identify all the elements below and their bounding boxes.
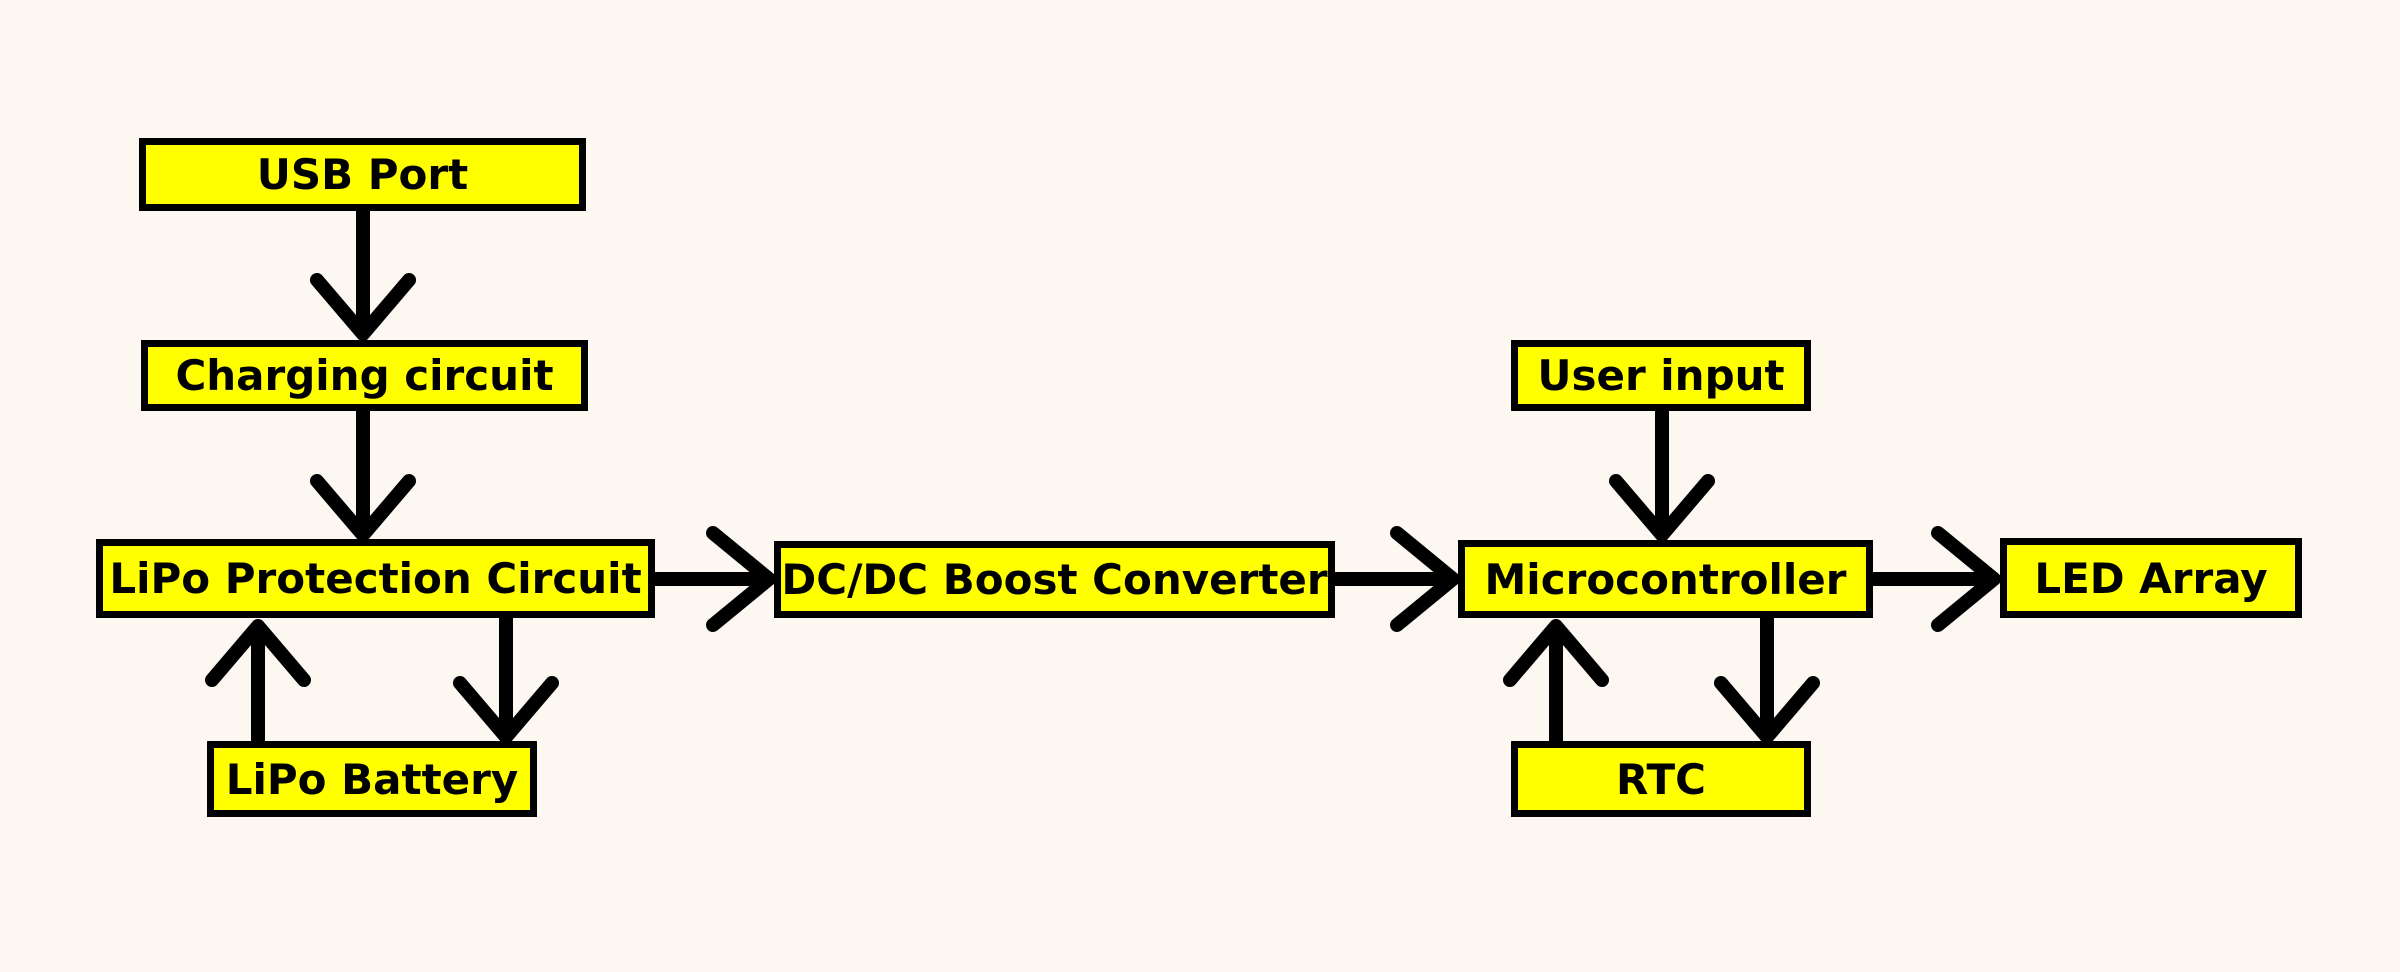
node-label: User input: [1537, 351, 1785, 400]
node-dcdc-boost-converter: DC/DC Boost Converter: [774, 541, 1335, 618]
node-charging-circuit: Charging circuit: [141, 340, 588, 411]
node-user-input: User input: [1511, 340, 1811, 411]
arrow-lipo-protection-to-lipo-battery: [453, 609, 559, 744]
node-led-array: LED Array: [2000, 538, 2302, 618]
node-usb-port: USB Port: [139, 138, 586, 211]
node-rtc: RTC: [1511, 741, 1811, 817]
arrow-dcdc-boost-to-microcontroller: [1325, 526, 1460, 632]
node-label: LiPo Protection Circuit: [109, 554, 642, 603]
arrow-microcontroller-to-led-array: [1864, 526, 2001, 632]
arrow-lipo-battery-to-lipo-protection: [205, 619, 311, 751]
arrow-lipo-protection-to-dcdc-boost: [644, 526, 776, 632]
arrow-charging-circuit-to-lipo-protection: [310, 402, 416, 542]
arrow-rtc-to-microcontroller: [1503, 619, 1609, 751]
arrow-usb-port-to-charging-circuit: [310, 201, 416, 341]
node-label: Microcontroller: [1484, 554, 1847, 604]
node-label: LED Array: [2034, 553, 2268, 603]
node-lipo-protection-circuit: LiPo Protection Circuit: [96, 539, 655, 618]
node-label: DC/DC Boost Converter: [781, 555, 1328, 604]
node-microcontroller: Microcontroller: [1458, 540, 1873, 618]
node-label: LiPo Battery: [225, 754, 519, 804]
arrow-user-input-to-microcontroller: [1609, 402, 1715, 542]
node-label: RTC: [1616, 754, 1706, 804]
node-label: Charging circuit: [175, 351, 554, 400]
arrow-microcontroller-to-rtc: [1714, 609, 1820, 744]
node-lipo-battery: LiPo Battery: [207, 741, 537, 817]
node-label: USB Port: [256, 150, 469, 199]
